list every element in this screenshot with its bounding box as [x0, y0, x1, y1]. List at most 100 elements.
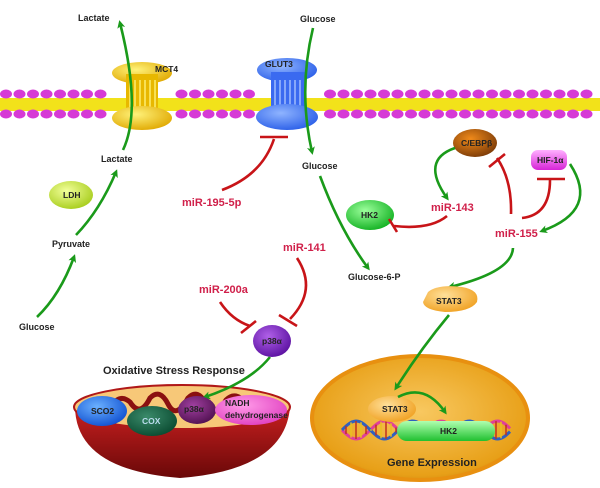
mir-155-label: miR-155	[495, 228, 538, 240]
lipid-head	[243, 89, 255, 99]
lipid-head	[0, 109, 12, 119]
lipid-head	[580, 109, 593, 119]
gene-expression-title: Gene Expression	[387, 457, 477, 469]
lipid-head	[459, 109, 471, 119]
lipid-head	[553, 89, 566, 99]
lipid-head	[513, 109, 525, 119]
p38a-mito-node: p38α	[178, 396, 216, 424]
inhibition-mir143-hk2	[393, 214, 448, 229]
mir-195-5p-label: miR-195-5p	[182, 197, 242, 209]
inhibition-mir195-glut3	[221, 138, 276, 192]
glucose-6-p-label: Glucose-6-P	[348, 272, 401, 282]
lactate-extracellular-label: Lactate	[78, 13, 110, 23]
lipid-head	[13, 89, 26, 99]
lipid-head	[472, 89, 485, 99]
arrow-mir155-to-stat3	[447, 247, 515, 290]
nadh-label-line2: dehydrogenase	[225, 410, 288, 420]
lipid-head	[351, 89, 363, 99]
lipid-head	[40, 109, 53, 119]
hk2-gene-label: HK2	[440, 426, 457, 436]
lipid-head	[175, 109, 188, 119]
lipid-head	[432, 109, 444, 119]
inhibition-bar-p38a-left	[240, 319, 257, 335]
inhibition-mir155-cebpb	[495, 157, 513, 215]
lipid-head	[324, 89, 336, 99]
lipid-head	[567, 109, 579, 119]
cox-node: COX	[127, 406, 177, 436]
lipid-head	[405, 89, 417, 99]
stat3-node: STAT3	[423, 286, 478, 312]
lipid-head	[391, 89, 404, 99]
lipid-head	[94, 109, 107, 119]
lipid-head	[391, 109, 404, 119]
inhibition-bar-hk2	[387, 218, 399, 233]
lipid-head	[445, 109, 458, 119]
sco2-label: SCO2	[91, 406, 114, 416]
lipid-head	[27, 109, 39, 119]
lipid-head	[81, 109, 93, 119]
arrow-glucose-import	[303, 27, 315, 155]
lipid-head	[54, 109, 66, 119]
inhibition-mir155-hif1a	[521, 179, 552, 220]
lipid-head	[486, 89, 498, 99]
lipid-head	[513, 89, 525, 99]
ldh-node: LDH	[49, 181, 93, 209]
cox-label: COX	[142, 416, 161, 426]
lipid-head	[472, 109, 485, 119]
arrow-glucose-to-g6p	[318, 175, 370, 271]
lipid-head	[216, 89, 228, 99]
mct4-transporter: MCT4	[112, 62, 178, 130]
lipid-head	[364, 109, 377, 119]
ldh-label: LDH	[63, 190, 80, 200]
hk2-label: HK2	[361, 210, 378, 220]
hif1a-label: HIF-1α	[537, 155, 564, 165]
lipid-head	[351, 109, 363, 119]
lipid-head	[540, 109, 552, 119]
lipid-head	[175, 89, 188, 99]
sco2-node: SCO2	[77, 396, 127, 426]
lipid-head	[499, 89, 512, 99]
lipid-head	[54, 89, 66, 99]
glucose-extracellular-label: Glucose	[300, 14, 336, 24]
lipid-head	[378, 89, 390, 99]
nadh-label-line1: NADH	[225, 398, 250, 408]
lipid-head	[540, 89, 552, 99]
p38a-label: p38α	[262, 336, 283, 346]
lipid-head	[580, 89, 593, 99]
lipid-head	[67, 109, 80, 119]
lipid-head	[364, 89, 377, 99]
arrow-pyruvate-to-lactate	[75, 169, 118, 236]
arrow-p38a-to-mitochondria	[202, 356, 272, 400]
arrow-lactate-export	[117, 20, 134, 151]
lipid-head	[526, 89, 539, 99]
lipid-head	[189, 109, 201, 119]
lipid-head	[216, 109, 228, 119]
lipid-head	[324, 109, 336, 119]
lipid-head	[418, 89, 431, 99]
lipid-head	[13, 109, 26, 119]
pyruvate-label: Pyruvate	[52, 239, 90, 249]
lipid-head	[499, 109, 512, 119]
mct4-label: MCT4	[155, 64, 178, 74]
lipid-head	[405, 109, 417, 119]
arrow-cebpb-to-mir143	[433, 146, 456, 201]
lipid-head	[202, 89, 215, 99]
arrow-glucose-to-pyruvate	[36, 254, 77, 318]
lipid-head	[445, 89, 458, 99]
arrow-hif1a-to-mir155	[539, 163, 582, 234]
nucleus	[310, 354, 530, 482]
mir-143-label: miR-143	[431, 202, 474, 214]
lipid-head	[378, 109, 390, 119]
mir-200a-label: miR-200a	[199, 284, 249, 296]
inhibition-mir141-p38a	[289, 257, 308, 320]
lipid-head	[243, 109, 255, 119]
hk2-node: HK2	[346, 200, 394, 230]
lipid-head	[81, 89, 93, 99]
lipid-head	[459, 89, 471, 99]
hif1a-node: HIF-1α	[531, 150, 567, 170]
lipid-head	[229, 89, 242, 99]
lipid-head	[418, 109, 431, 119]
glut3-transporter: GLUT3	[256, 58, 318, 130]
oxidative-stress-title: Oxidative Stress Response	[103, 365, 245, 377]
